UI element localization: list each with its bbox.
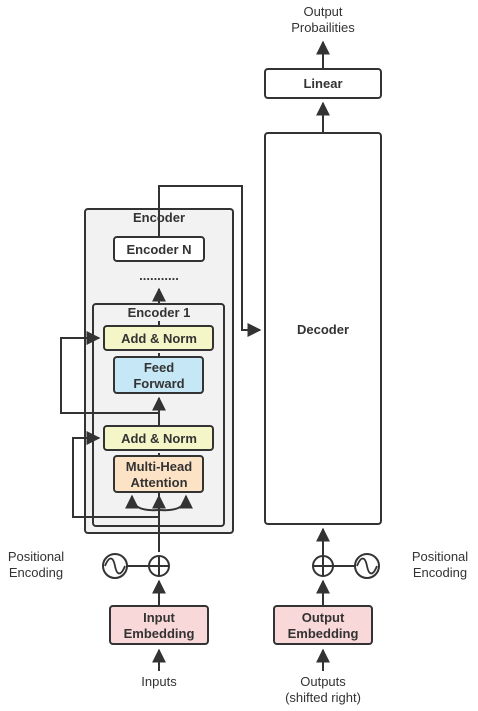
linear-box (264, 68, 382, 99)
inputs-label: Inputs (141, 674, 177, 689)
residual-connection-feed-forward (60, 331, 159, 414)
multi-head-attention-label-line2: Attention (130, 475, 187, 490)
output-embedding-label-line2: Embedding (288, 626, 359, 641)
feed-forward-box (113, 356, 204, 394)
add-norm-bottom-label: Add & Norm (121, 431, 197, 446)
ellipsis: ........... (139, 268, 179, 283)
positional-encoding-right-line2: Encoding (413, 565, 467, 580)
input-embedding-label-line2: Embedding (124, 626, 195, 641)
decoder-label: Decoder (297, 322, 349, 337)
add-circle-icon-right (312, 555, 334, 577)
positional-encoding-right-line1: Positional (412, 549, 468, 564)
add-norm-top-label: Add & Norm (121, 331, 197, 346)
output-probabilities-label-line1: Output (303, 4, 342, 19)
positional-encoding-left-line1: Positional (8, 549, 64, 564)
add-circle-icon-left (148, 555, 170, 577)
sine-wave-icon-right (354, 553, 380, 579)
add-norm-top-box (103, 325, 214, 351)
multi-head-attention-label-line1: Multi-Head (126, 459, 193, 474)
positional-encoding-left-line2: Encoding (9, 565, 63, 580)
encoder-to-decoder-connector (158, 185, 262, 337)
input-embedding-box (109, 605, 209, 645)
encoder-1-title: Encoder 1 (128, 305, 191, 320)
feed-forward-label-line2: Forward (133, 376, 184, 391)
multi-head-attention-box (113, 455, 204, 493)
input-embedding-label-line1: Input (143, 610, 175, 625)
output-embedding-box (273, 605, 373, 645)
add-norm-bottom-box (103, 425, 214, 451)
residual-connection-attention (72, 431, 159, 518)
decoder-box (264, 132, 382, 525)
encoder-n-label: Encoder N (126, 242, 191, 257)
feed-forward-label-line1: Feed (144, 360, 174, 375)
outputs-label-line2: (shifted right) (285, 690, 361, 705)
output-embedding-label-line1: Output (302, 610, 345, 625)
sine-wave-icon-left (102, 553, 128, 579)
qkv-split-left (125, 494, 160, 512)
output-probabilities-label-line2: Probailities (291, 20, 355, 35)
linear-label: Linear (303, 76, 342, 91)
qkv-split-right (158, 494, 193, 512)
outputs-label-line1: Outputs (300, 674, 346, 689)
